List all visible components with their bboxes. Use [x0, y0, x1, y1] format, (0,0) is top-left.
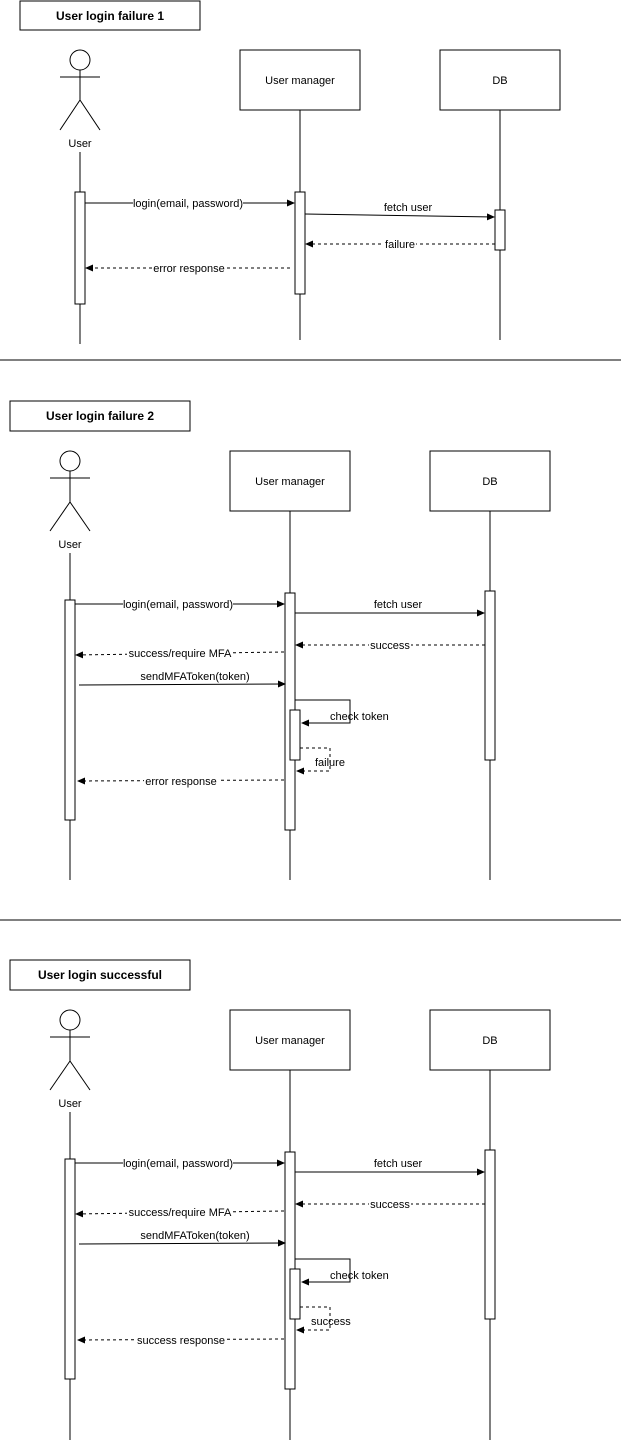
self-message-arrow	[295, 1258, 351, 1286]
actor-label: User	[58, 1098, 82, 1110]
message-label: error response	[145, 776, 217, 788]
message-label: check token	[330, 711, 389, 723]
diagram-user-login-failure-1: User login failure 1 User User manager D…	[19, 0, 561, 344]
message-label: success/require MFA	[129, 1207, 232, 1219]
activation-bar	[494, 209, 506, 251]
message-label: success	[370, 640, 410, 652]
participant-label: User manager	[255, 476, 325, 488]
diagram-user-login-failure-2: User login failure 2 User User manager D…	[9, 400, 551, 880]
user-actor-icon	[59, 49, 101, 131]
participant-label: DB	[482, 1035, 497, 1047]
participant-label: User manager	[265, 75, 335, 87]
message-label: success/require MFA	[129, 648, 232, 660]
message-arrow	[304, 213, 495, 221]
activation-bar	[484, 590, 496, 761]
message-label: success	[311, 1316, 351, 1328]
message-label: fetch user	[384, 202, 433, 214]
message-label: login(email, password)	[123, 1158, 233, 1170]
self-message-arrow	[295, 699, 351, 727]
message-arrow	[78, 1239, 286, 1247]
message-label: success	[370, 1199, 410, 1211]
diagram-title-box	[9, 400, 191, 432]
diagram-title-box	[9, 959, 191, 991]
activation-bar	[64, 599, 76, 821]
actor-label: User	[68, 138, 92, 150]
participant-user-manager	[239, 49, 361, 111]
diagram-title: User login failure 1	[56, 9, 164, 23]
activation-bar	[294, 191, 306, 295]
message-arrow	[78, 680, 286, 688]
participant-db	[429, 1009, 551, 1071]
message-label: sendMFAToken(token)	[140, 1230, 249, 1242]
participant-db	[429, 450, 551, 512]
user-actor-icon	[49, 450, 91, 532]
message-label: check token	[330, 1270, 389, 1282]
diagram-title: User login failure 2	[46, 409, 154, 423]
message-label: failure	[315, 757, 345, 769]
participant-label: DB	[482, 476, 497, 488]
message-label: success response	[137, 1335, 225, 1347]
message-label: login(email, password)	[133, 198, 243, 210]
message-label: error response	[153, 263, 225, 275]
participant-label: User manager	[255, 1035, 325, 1047]
activation-bar	[289, 1268, 301, 1320]
activation-bar	[289, 709, 301, 761]
diagram-title: User login successful	[38, 968, 162, 982]
user-actor-icon	[49, 1009, 91, 1091]
message-label: fetch user	[374, 1158, 423, 1170]
message-label: sendMFAToken(token)	[140, 671, 249, 683]
activation-bar	[74, 191, 86, 305]
diagram-user-login-successful: User login successful User User manager …	[9, 959, 551, 1440]
diagram-title-box	[19, 0, 201, 31]
participant-user-manager	[229, 1009, 351, 1071]
message-label: failure	[385, 239, 415, 251]
participant-db	[439, 49, 561, 111]
activation-bar	[484, 1149, 496, 1320]
message-label: login(email, password)	[123, 599, 233, 611]
message-label: fetch user	[374, 599, 423, 611]
activation-bar	[64, 1158, 76, 1380]
actor-label: User	[58, 539, 82, 551]
self-message-arrow	[296, 747, 331, 775]
participant-label: DB	[492, 75, 507, 87]
self-message-arrow	[296, 1306, 331, 1334]
